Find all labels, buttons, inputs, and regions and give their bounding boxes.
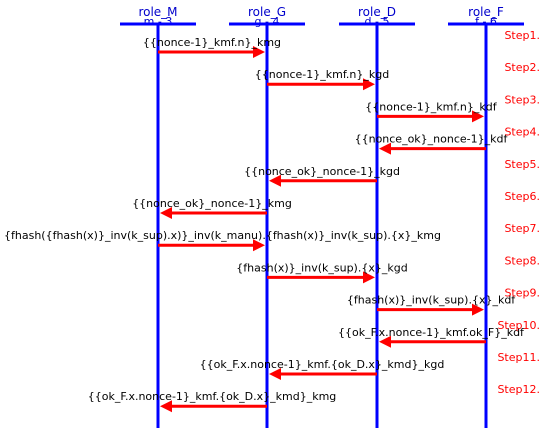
step-label-2: Step2. <box>504 61 540 74</box>
message-label-12: {{ok_F.x.nonce-1}_kmf.{ok_D.x}_kmd}_kmg <box>88 390 336 403</box>
message-arrowhead-9 <box>472 303 484 316</box>
step-label-11: Step11. <box>497 351 540 364</box>
message-label-2: {{nonce-1}_kmf.n}_kgd <box>255 68 389 81</box>
message-label-10: {{ok_F.x.nonce-1}_kmf.ok_F}_kdf <box>338 326 525 339</box>
step-label-1: Step1. <box>504 29 540 42</box>
message-label-8: {fhash(x)}_inv(k_sup).{x}_kgd <box>236 261 407 274</box>
role-f-title: role_F <box>468 5 504 19</box>
message-label-4: {{nonce_ok}_nonce-1}_kdf <box>355 133 509 146</box>
step-label-7: Step7. <box>504 222 540 235</box>
message-arrowhead-11 <box>269 368 281 380</box>
step-label-8: Step8. <box>504 254 540 267</box>
message-label-1: {{nonce-1}_kmf.n}_kmg <box>143 36 281 49</box>
message-label-7: {fhash({fhash(x)}_inv(k_sup).x)}_inv(k_m… <box>4 229 441 242</box>
role-d-title: role_D <box>358 5 396 19</box>
message-arrowhead-3 <box>472 110 484 123</box>
message-arrowhead-4 <box>379 142 391 155</box>
message-label-9: {fhash(x)}_inv(k_sup).{x}_kdf <box>347 294 516 307</box>
message-arrowhead-10 <box>379 335 391 348</box>
message-arrowhead-6 <box>160 207 172 219</box>
message-label-3: {{nonce-1}_kmf.n}_kdf <box>365 100 497 113</box>
step-label-10: Step10. <box>497 319 540 332</box>
step-label-9: Step9. <box>504 287 540 300</box>
message-label-5: {{nonce_ok}_nonce-1}_kgd <box>244 165 400 178</box>
step-label-5: Step5. <box>504 158 540 171</box>
message-arrowhead-12 <box>160 400 172 413</box>
message-arrowhead-8 <box>363 271 375 284</box>
step-label-12: Step12. <box>497 383 540 396</box>
message-label-6: {{nonce_ok}_nonce-1}_kmg <box>132 197 292 210</box>
message-label-11: {{ok_F.x.nonce-1}_kmf.{ok_D.x}_kmd}_kgd <box>200 358 445 371</box>
message-arrowhead-2 <box>363 78 375 91</box>
message-arrowhead-7 <box>253 239 265 252</box>
message-arrowhead-5 <box>269 174 281 187</box>
step-label-3: Step3. <box>504 93 540 106</box>
step-label-4: Step4. <box>504 126 540 139</box>
role-g-title: role_G <box>248 5 286 19</box>
role-m-title: role_M <box>138 5 177 19</box>
message-arrowhead-1 <box>253 46 265 58</box>
step-label-6: Step6. <box>504 190 540 203</box>
